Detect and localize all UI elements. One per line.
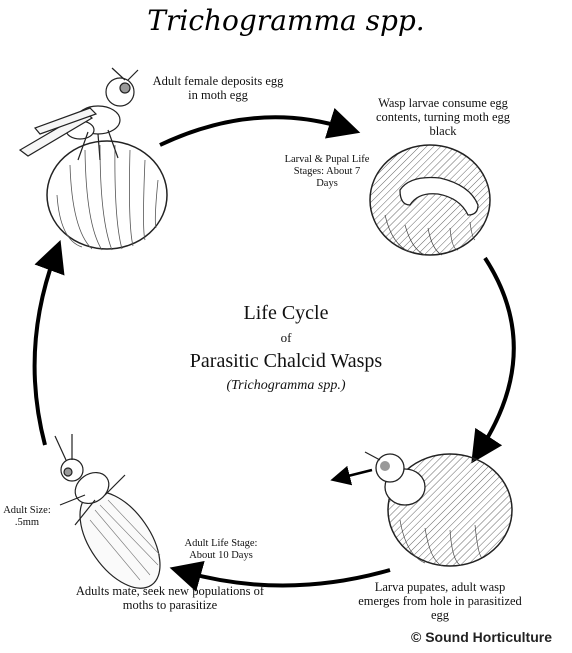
caption-consume: Wasp larvae consume egg contents, turnin… (368, 96, 518, 138)
moth-egg-with-wasp (20, 68, 167, 250)
adult-wasp (55, 434, 176, 602)
egg-with-emerging-wasp (340, 452, 512, 566)
copyright: © Sound Horticulture (411, 629, 552, 645)
page-title: Trichogramma spp. (0, 4, 572, 37)
arrow-left (35, 255, 55, 445)
caption-deposit: Adult female deposits egg in moth egg (148, 74, 288, 102)
parasitized-egg-with-larva (370, 145, 490, 255)
arrow-right (480, 258, 514, 450)
center-title-line3: Parasitic Chalcid Wasps (136, 350, 436, 373)
arrow-top (160, 117, 345, 145)
caption-emerge: Larva pupates, adult wasp emerges from h… (355, 580, 525, 622)
center-title-line2: of (136, 330, 436, 346)
center-title-line4: (Trichogramma spp.) (136, 378, 436, 394)
center-title-line1: Life Cycle (136, 302, 436, 325)
caption-mate: Adults mate, seek new populations of mot… (70, 584, 270, 612)
caption-larval-duration: Larval & Pupal Life Stages: About 7 Days (282, 154, 372, 190)
caption-adult-size: Adult Size: .5mm (2, 505, 52, 529)
caption-adult-duration: Adult Life Stage: About 10 Days (176, 538, 266, 562)
